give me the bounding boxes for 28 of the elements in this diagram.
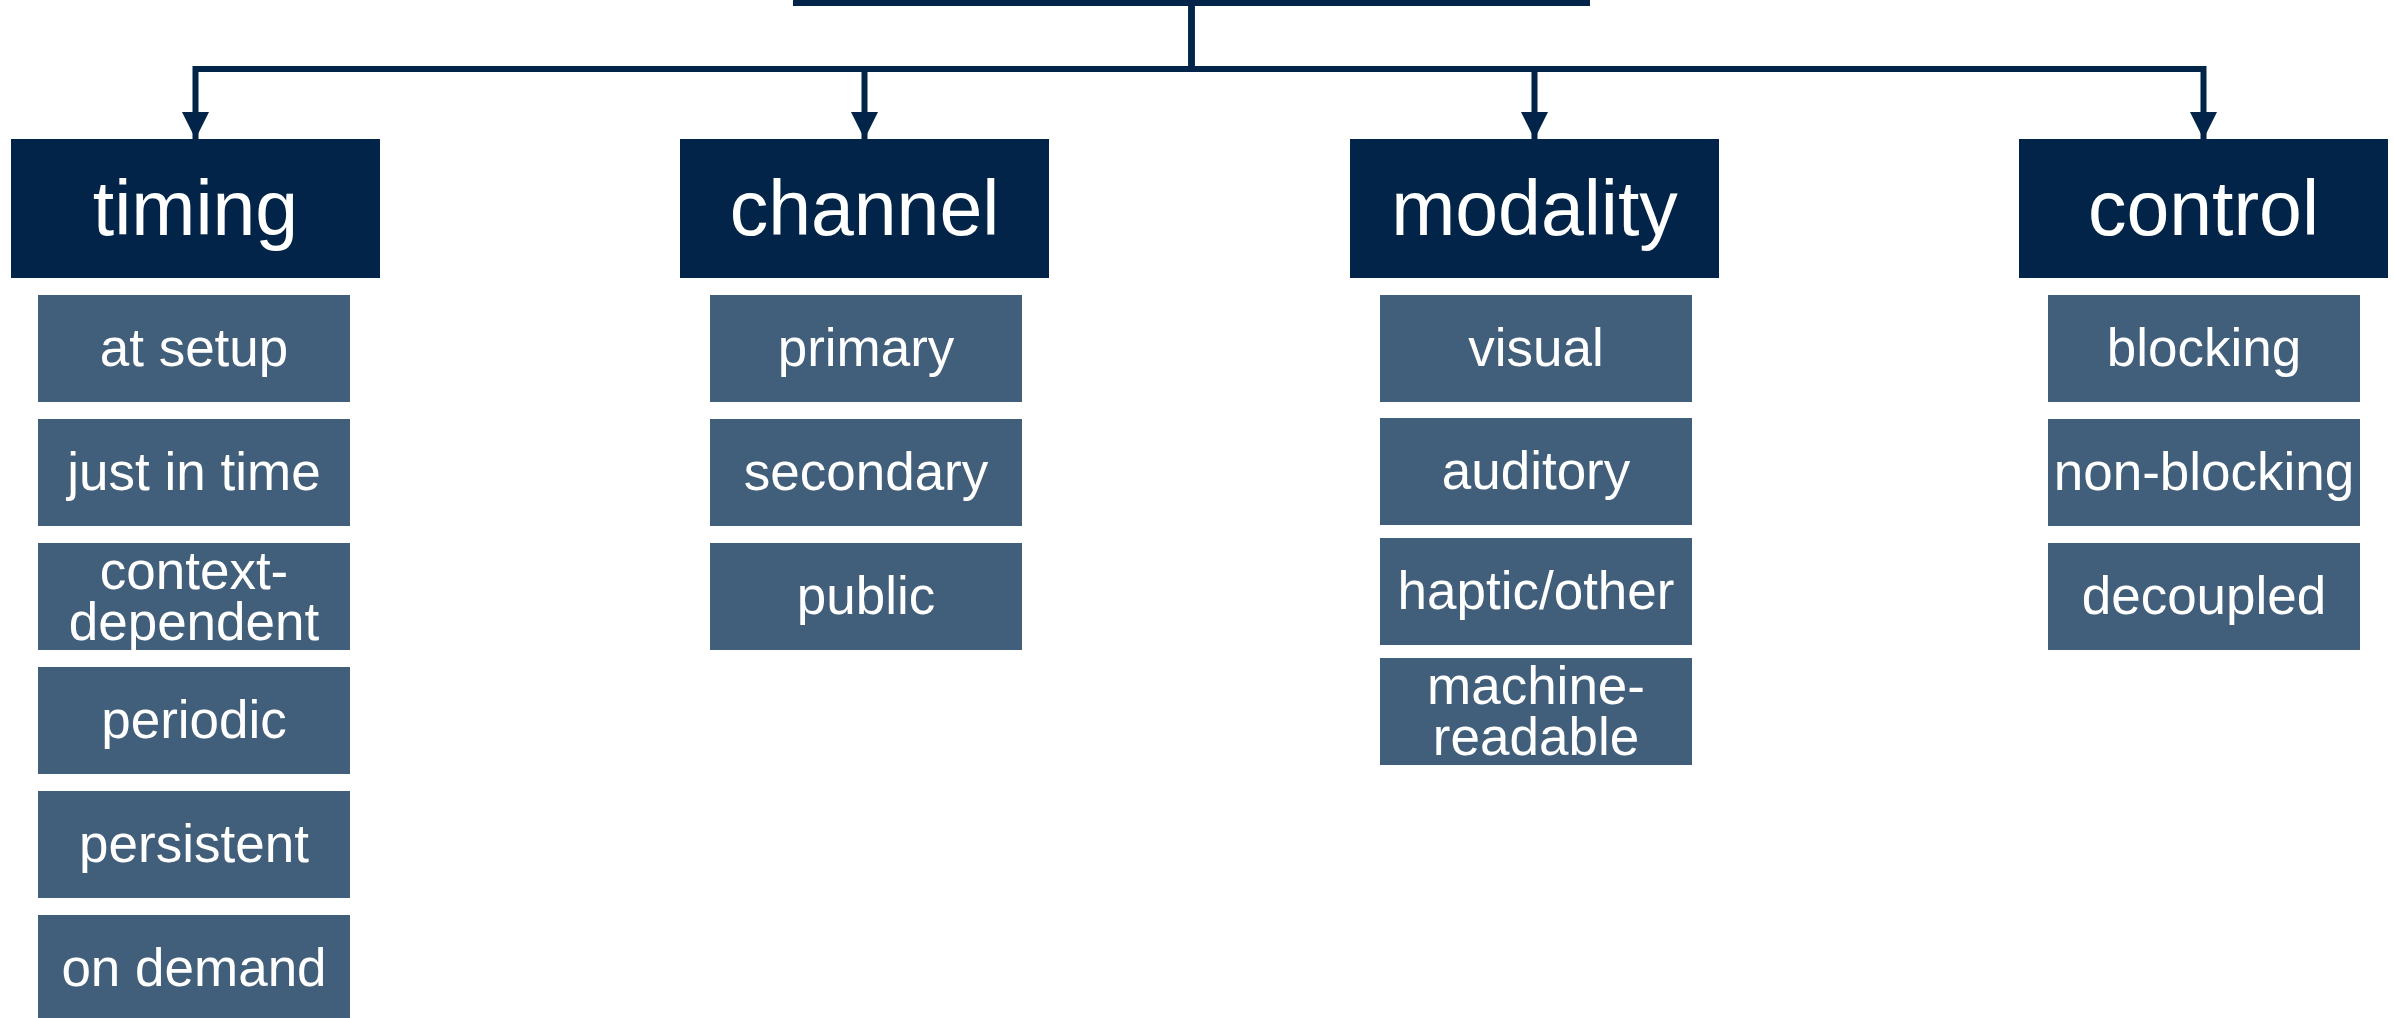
option-box [1380,658,1692,765]
arrow [1188,6,2217,139]
option-box [710,295,1022,402]
option-label: machine-readable [1426,661,1646,762]
option-label: visual [1468,323,1604,374]
option-box [38,791,350,898]
option-box [710,543,1022,650]
option-box [38,419,350,526]
category-label: modality [1391,164,1678,253]
option-box [38,915,350,1018]
category-header-box [680,139,1049,278]
option-box [38,295,350,402]
option-box [38,667,350,774]
category-header-box [11,139,380,278]
option-box [38,543,350,650]
option-box [2048,543,2360,650]
option-box [1380,295,1692,402]
option-box [1380,418,1692,525]
category-label: channel [729,164,1000,253]
option-label: on demand [61,943,327,994]
category-header-box [2019,139,2388,278]
option-box [1380,538,1692,645]
option-box [710,419,1022,526]
category-label: control [2087,164,2320,253]
option-box [2048,295,2360,402]
option-box [2048,419,2360,526]
category-header-box [1350,139,1719,278]
category-label: timing [92,164,299,253]
